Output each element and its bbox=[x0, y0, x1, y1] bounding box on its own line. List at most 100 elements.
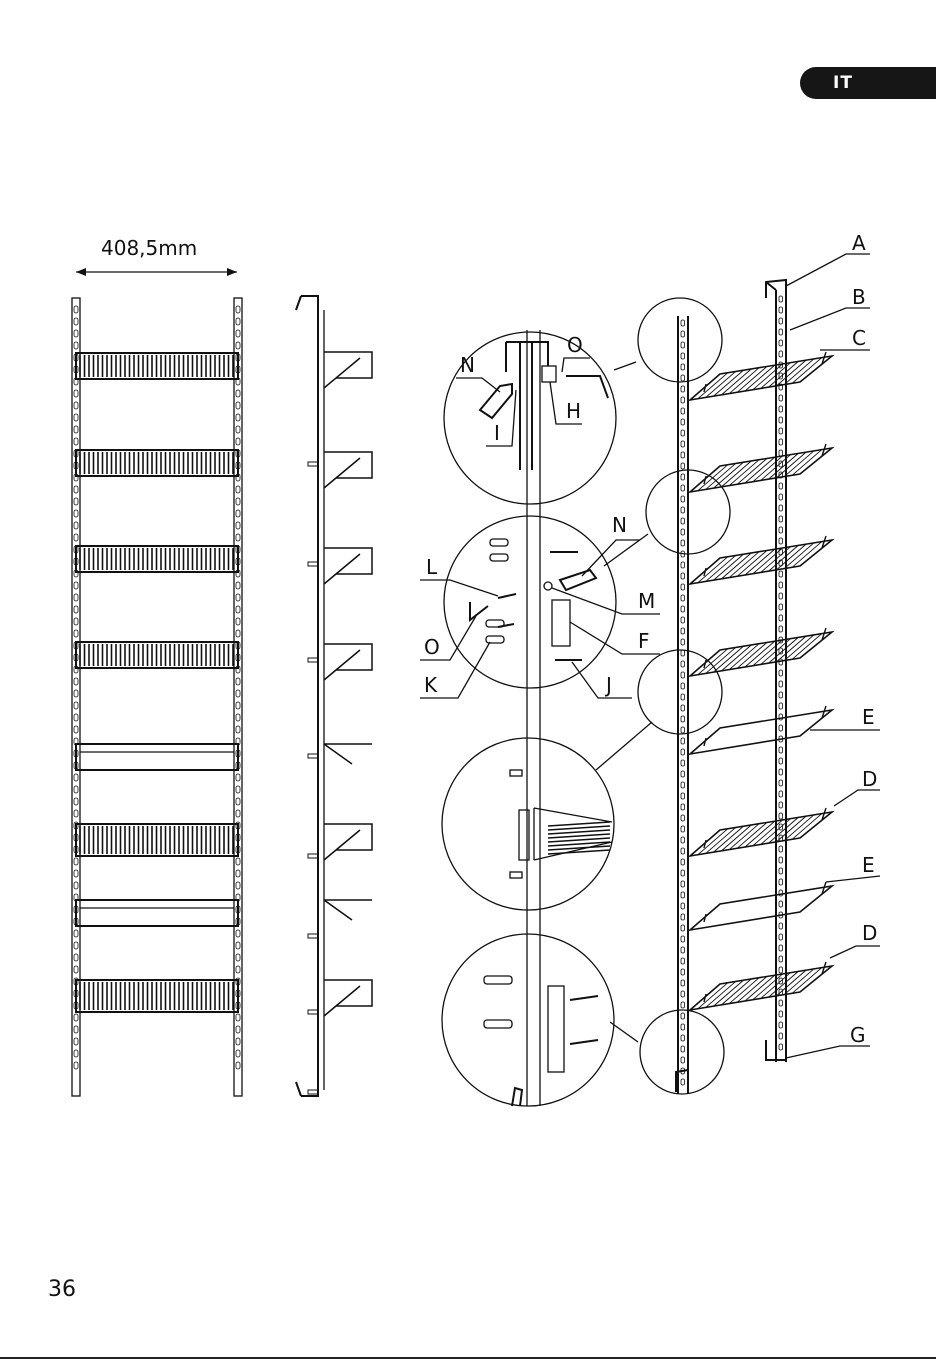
iso-rail-hole bbox=[681, 397, 685, 403]
rail-hole bbox=[236, 510, 240, 517]
bracket-f bbox=[552, 600, 570, 646]
iso-detail-circle-top bbox=[638, 298, 722, 382]
iso-rail-hole bbox=[779, 582, 783, 588]
iso-rail-hole bbox=[779, 318, 783, 324]
iso-rail-hole bbox=[681, 331, 685, 337]
iso-rail-hole bbox=[779, 813, 783, 819]
iso-shelves bbox=[690, 352, 832, 1010]
iso-rail-hole bbox=[681, 958, 685, 964]
rail-hole bbox=[74, 1062, 78, 1069]
label-g: G bbox=[850, 1023, 866, 1047]
iso-rail-hole bbox=[779, 725, 783, 731]
leader-j bbox=[572, 662, 632, 698]
wall-plug bbox=[484, 976, 512, 984]
iso-rail-hole bbox=[681, 639, 685, 645]
iso-rail-hole bbox=[779, 769, 783, 775]
iso-rail-hole bbox=[779, 703, 783, 709]
iso-rail-hole bbox=[779, 505, 783, 511]
iso-rail-hole bbox=[681, 661, 685, 667]
label-n2: N bbox=[612, 513, 627, 537]
iso-hanger-hook bbox=[704, 628, 826, 668]
screw bbox=[570, 1040, 598, 1044]
iso-rail-hole bbox=[779, 758, 783, 764]
label-d1: D bbox=[862, 767, 877, 791]
iso-hanger-hook bbox=[704, 536, 826, 576]
label-b: B bbox=[852, 285, 866, 309]
wall-plug bbox=[490, 539, 508, 546]
iso-rail-hole bbox=[681, 430, 685, 436]
iso-rail-hole bbox=[681, 980, 685, 986]
detail-circle-bottom bbox=[442, 934, 614, 1106]
iso-rail-hole bbox=[779, 483, 783, 489]
iso-rail-hole bbox=[779, 791, 783, 797]
shelf-wire bbox=[548, 834, 610, 838]
iso-rail-hole bbox=[779, 406, 783, 412]
isometric-view bbox=[638, 280, 832, 1094]
rail-hole bbox=[236, 306, 240, 313]
rail-hole bbox=[74, 714, 78, 721]
iso-rail-hole bbox=[681, 804, 685, 810]
iso-rail-hole bbox=[779, 879, 783, 885]
rail-hole bbox=[74, 630, 78, 637]
wrench-n-2 bbox=[560, 570, 596, 590]
rail-hole bbox=[74, 486, 78, 493]
rail-hole bbox=[236, 882, 240, 889]
iso-rail-hole bbox=[779, 351, 783, 357]
iso-rail-hole bbox=[681, 463, 685, 469]
rail-hole bbox=[236, 870, 240, 877]
side-shelf bbox=[324, 900, 372, 920]
rail-hole bbox=[74, 498, 78, 505]
shelf-wire bbox=[548, 850, 610, 854]
iso-rail-hole bbox=[779, 692, 783, 698]
rail-hole bbox=[236, 426, 240, 433]
side-view bbox=[296, 296, 372, 1096]
rail-hole bbox=[74, 606, 78, 613]
iso-rail-hole bbox=[779, 670, 783, 676]
iso-rail-hole bbox=[779, 857, 783, 863]
screw bbox=[570, 996, 598, 1000]
iso-hanger-hook bbox=[704, 962, 826, 1002]
side-rail bbox=[296, 296, 318, 1096]
rail-hole bbox=[74, 930, 78, 937]
iso-rail-hole bbox=[779, 593, 783, 599]
rail-hole bbox=[74, 330, 78, 337]
iso-rail-hole bbox=[779, 395, 783, 401]
label-f: F bbox=[638, 629, 650, 653]
iso-rail-hole bbox=[681, 606, 685, 612]
iso-rail-hole bbox=[681, 628, 685, 634]
rail-hole bbox=[74, 414, 78, 421]
iso-rail-hole bbox=[681, 760, 685, 766]
label-j: J bbox=[604, 673, 612, 697]
iso-rail-hole bbox=[681, 727, 685, 733]
side-shelf bbox=[324, 352, 372, 388]
iso-rail-hole bbox=[681, 1057, 685, 1063]
side-shelf bbox=[324, 644, 372, 680]
label-e2: E bbox=[862, 853, 875, 877]
iso-rail-hole bbox=[681, 353, 685, 359]
iso-rail-hole bbox=[681, 1046, 685, 1052]
side-mount bbox=[308, 934, 318, 938]
side-mount bbox=[308, 562, 318, 566]
side-mount bbox=[308, 1010, 318, 1014]
iso-rail-hole bbox=[779, 1022, 783, 1028]
rail-hole bbox=[74, 870, 78, 877]
rail-hole bbox=[236, 702, 240, 709]
iso-rail-hole bbox=[681, 540, 685, 546]
iso-rail-hole bbox=[779, 417, 783, 423]
iso-rail-hole bbox=[779, 1000, 783, 1006]
iso-rail-hole bbox=[681, 408, 685, 414]
iso-rail-hole bbox=[681, 672, 685, 678]
iso-rail-hole bbox=[681, 386, 685, 392]
rail-hole bbox=[236, 966, 240, 973]
iso-rail-hole bbox=[681, 320, 685, 326]
iso-rail-hole bbox=[681, 562, 685, 568]
rail-hole bbox=[236, 858, 240, 865]
callout-labels: A B C E D E D G N I O H N L bbox=[420, 231, 880, 1058]
iso-rail-hole bbox=[681, 485, 685, 491]
iso-rail-hole bbox=[681, 925, 685, 931]
iso-rail-hole bbox=[681, 914, 685, 920]
iso-rail-hole bbox=[681, 738, 685, 744]
iso-rail-hole bbox=[779, 802, 783, 808]
iso-rail-hole bbox=[779, 538, 783, 544]
iso-rail-hole bbox=[779, 516, 783, 522]
